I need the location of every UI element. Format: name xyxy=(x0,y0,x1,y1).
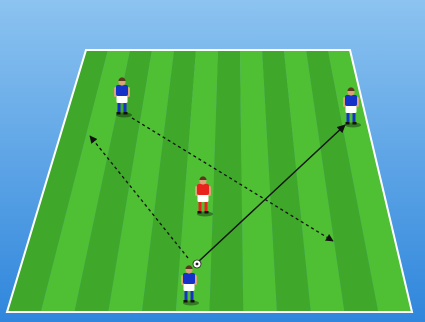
ball-icon xyxy=(193,260,201,268)
